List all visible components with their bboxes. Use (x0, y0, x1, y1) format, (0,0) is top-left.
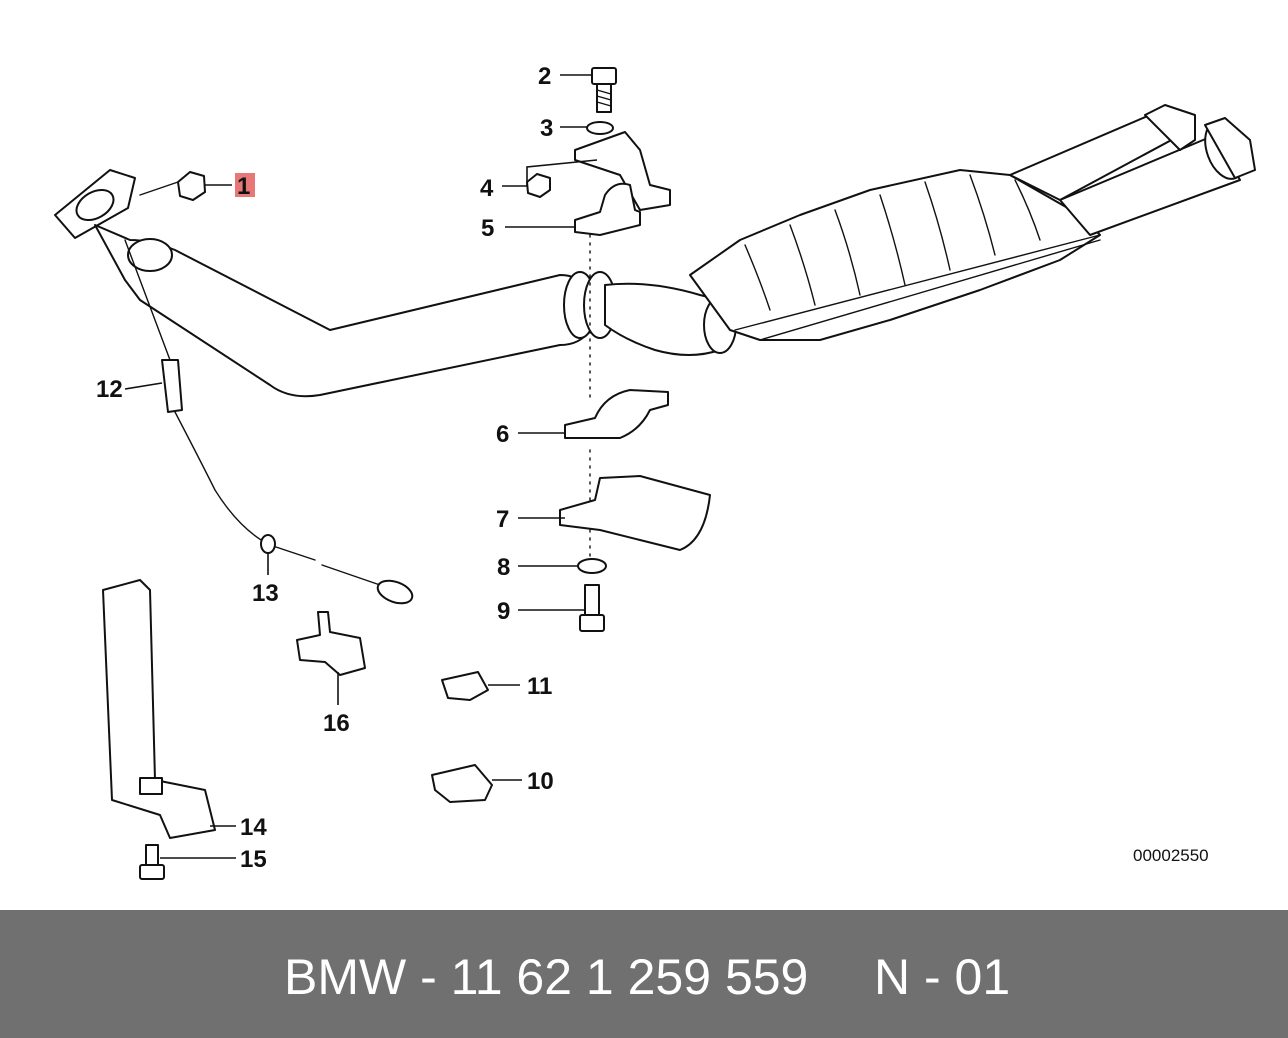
mid-pipe (604, 282, 721, 356)
part-9-bolt (579, 584, 605, 632)
callout-9: 9 (497, 598, 510, 625)
part-6-clamp (564, 389, 669, 439)
exhaust-pipe (54, 169, 737, 398)
callout-10: 10 (527, 768, 554, 795)
part-7-heat-shield (559, 475, 711, 551)
part-5-clamp (574, 182, 641, 236)
callout-14: 14 (240, 814, 267, 841)
part-15-bolt (139, 844, 165, 880)
callout-11: 11 (527, 673, 552, 700)
callout-15: 15 (240, 846, 267, 873)
footer-code: N - 01 (874, 949, 1011, 1005)
part-12-oxygen-sensor (124, 239, 414, 605)
callout-8: 8 (497, 554, 510, 581)
rear-pipes (1009, 104, 1256, 236)
part-13-grommet (260, 534, 276, 554)
callout-4: 4 (480, 175, 494, 202)
callout-12: 12 (96, 376, 123, 403)
callout-1-highlight (235, 173, 255, 197)
part-14-nut (139, 777, 163, 795)
parts-diagram: 1 2 3 4 5 6 7 8 9 10 11 12 13 14 15 16 0… (54, 63, 1256, 880)
part-3-washer (586, 121, 614, 135)
catalytic-converter (689, 169, 1101, 341)
callout-16: 16 (323, 710, 350, 737)
part-4-nut (526, 173, 551, 198)
callout-13: 13 (252, 580, 279, 607)
part-16-clip (296, 611, 366, 676)
callout-1: 1 (237, 173, 250, 200)
leader-lines (124, 74, 598, 859)
callout-5: 5 (481, 215, 494, 242)
part-10-clip (431, 764, 493, 803)
part-2-bolt (591, 67, 617, 113)
part-11-clip (441, 671, 489, 701)
upper-bracket (574, 131, 671, 211)
diagram-id: 00002550 (1133, 846, 1209, 865)
footer-part-number: BMW - 11 62 1 259 559 (284, 949, 809, 1005)
callout-3: 3 (540, 115, 553, 142)
part-1-nut (139, 171, 206, 201)
callout-7: 7 (496, 506, 509, 533)
part-14-bracket (102, 579, 216, 839)
footer-bar (0, 910, 1288, 1038)
callout-6: 6 (496, 421, 509, 448)
callout-2: 2 (538, 63, 551, 90)
part-8-washer (577, 558, 607, 574)
